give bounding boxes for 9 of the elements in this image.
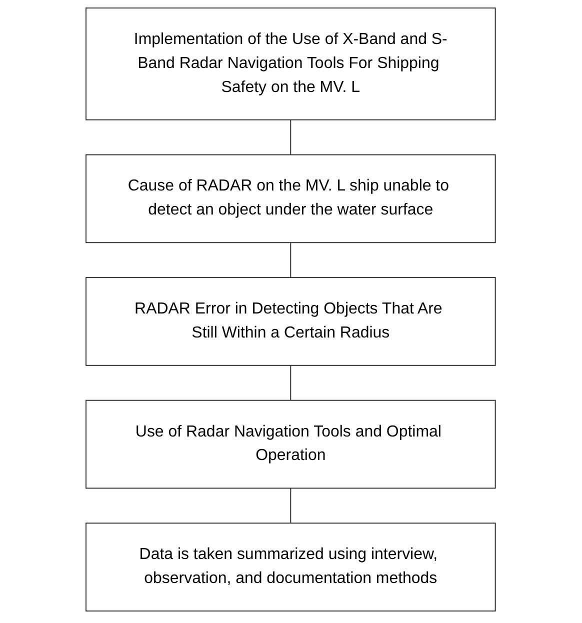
node-box: Data is taken summarized using interview, observation, and documentation methods <box>86 522 496 612</box>
connector <box>290 119 292 156</box>
node-box: RADAR Error in Detecting Objects That Are Still Within a Certain Radius <box>86 277 496 366</box>
node-box: Implementation of the Use of X-Band and S-Band Radar Navigation Tools For Shipping Safety on the MV. L <box>86 7 496 120</box>
node-box: Cause of RADAR on the MV. L ship unable to detect an object under the water surface <box>86 154 496 244</box>
connector <box>290 488 292 524</box>
node-box: Use of Radar Navigation Tools and Optimal Operation <box>86 400 496 489</box>
connector <box>290 242 292 278</box>
connector <box>290 364 292 401</box>
